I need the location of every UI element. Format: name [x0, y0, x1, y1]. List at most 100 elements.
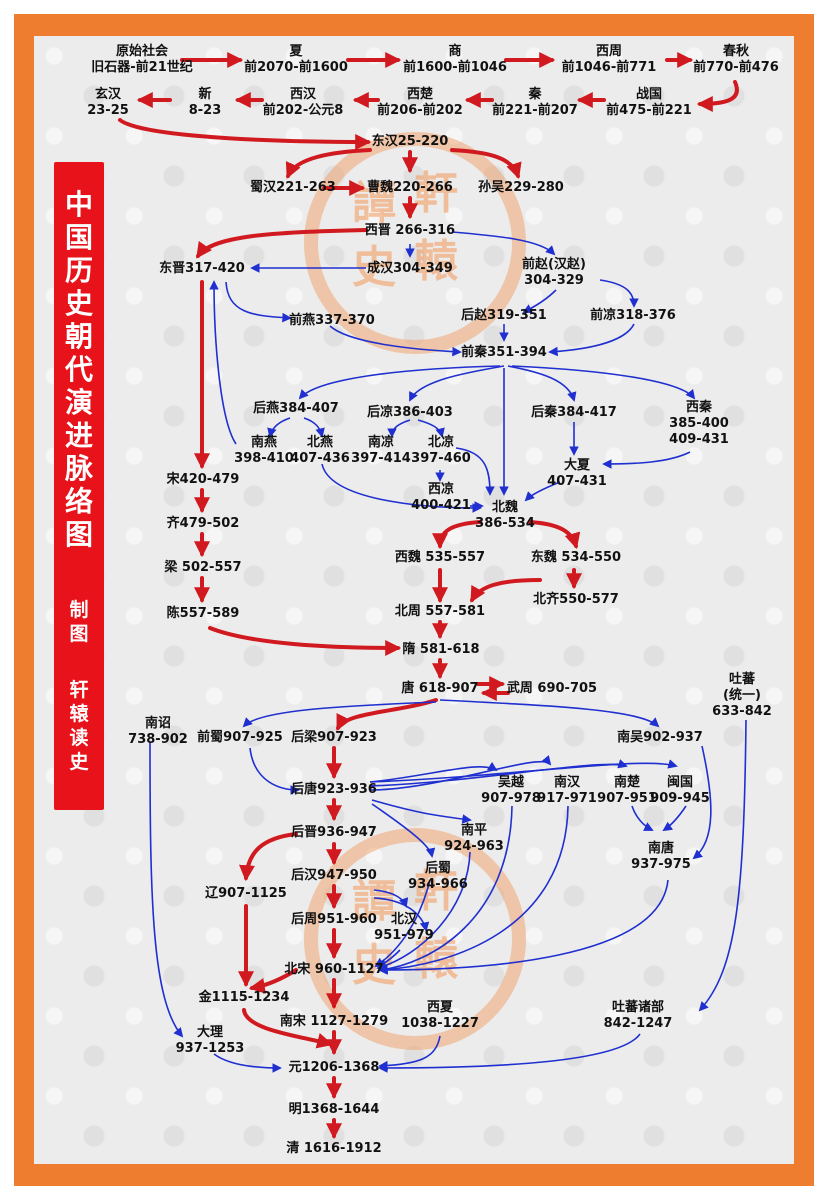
vertical-char: 辕 — [69, 703, 89, 725]
link-blue — [369, 755, 552, 791]
link-blue — [409, 365, 505, 402]
node-qianqin: 前秦351-394 — [461, 345, 547, 360]
link-blue — [149, 741, 184, 1038]
node-qi: 齐479-502 — [166, 516, 240, 531]
node-houjin: 后晋936-947 — [291, 825, 377, 840]
node-zhanguo: 战国前475-前221 — [606, 87, 692, 118]
node-nansong: 南宋 1127-1279 — [279, 1014, 389, 1029]
link-blue — [378, 805, 569, 975]
vertical-char: 图 — [64, 518, 93, 551]
link-blue — [369, 759, 678, 783]
node-houqin: 后秦384-417 — [531, 405, 617, 420]
node-houhan: 后汉947-950 — [291, 868, 377, 883]
link-blue — [373, 889, 409, 908]
link-blue — [507, 365, 577, 402]
link-blue — [548, 323, 635, 357]
node-qing: 清 1616-1912 — [286, 1141, 382, 1156]
node-nanwu: 南吴902-937 — [617, 730, 703, 745]
node-shuhan: 蜀汉221-263 — [250, 180, 336, 195]
node-donghan: 东汉25-220 — [371, 134, 449, 149]
link-blue — [329, 325, 462, 357]
node-xiwei: 西魏 535-557 — [394, 550, 486, 565]
link-blue — [662, 805, 687, 832]
node-chen: 陈557-589 — [166, 606, 240, 621]
link-blue — [298, 365, 501, 400]
link-blue — [378, 805, 513, 974]
vertical-char: 朝 — [64, 320, 93, 353]
link-red — [696, 80, 739, 112]
node-houliang2: 后梁907-923 — [291, 730, 377, 745]
link-blue — [373, 897, 430, 932]
node-tang: 唐 618-907 — [401, 681, 479, 696]
vertical-char: 中 — [64, 188, 93, 221]
link-red — [528, 520, 581, 550]
link-blue — [369, 761, 498, 783]
link-red — [285, 148, 372, 179]
link-red — [118, 118, 372, 150]
link-blue — [249, 747, 300, 795]
link-blue — [387, 419, 411, 438]
vertical-char: 演 — [64, 386, 93, 419]
node-beizhou: 北周 557-581 — [394, 604, 486, 619]
link-blue — [417, 419, 445, 438]
link-red — [432, 520, 482, 550]
vertical-char: 代 — [64, 353, 93, 386]
vertical-char: 进 — [64, 419, 93, 452]
vertical-char: 史 — [64, 287, 93, 320]
node-chunqiu: 春秋前770-前476 — [693, 44, 779, 75]
node-xia: 夏前2070-前1600 — [244, 44, 348, 75]
link-blue — [209, 280, 237, 445]
link-red — [208, 626, 402, 656]
node-qianshu: 前蜀907-925 — [197, 730, 283, 745]
node-qianyan: 前燕337-370 — [289, 313, 375, 328]
credit-label: 制图 — [54, 598, 104, 646]
node-song: 宋420-479 — [166, 472, 240, 487]
node-beiqi: 北齐550-577 — [533, 592, 619, 607]
node-qianliang: 前凉318-376 — [590, 308, 676, 323]
link-red — [242, 1008, 334, 1049]
link-blue — [524, 481, 561, 502]
watermark-char: 史 — [352, 940, 396, 991]
watermark-char: 軒 — [414, 168, 458, 219]
node-xichu: 西楚前206-前202 — [377, 87, 463, 118]
node-beisong: 北宋 960-1127 — [284, 962, 384, 977]
link-blue — [378, 1035, 441, 1071]
link-red — [196, 228, 368, 259]
vertical-char: 史 — [69, 751, 89, 773]
link-blue — [378, 1033, 641, 1073]
link-blue — [267, 417, 291, 438]
link-red — [336, 698, 438, 731]
title-panel: 中国历史朝代演进脉络图 制图 轩辕读史 — [54, 162, 104, 810]
link-blue — [522, 289, 557, 313]
node-yuan: 元1206-1368 — [288, 1060, 380, 1075]
vertical-char: 脉 — [64, 452, 93, 485]
node-wuzhou: 武周 690-705 — [506, 681, 598, 696]
link-red — [450, 148, 522, 180]
link-blue — [371, 799, 472, 824]
credit-author: 轩辕读史 — [54, 678, 104, 774]
link-blue — [371, 803, 436, 858]
link-blue — [599, 279, 639, 308]
node-yuanshi: 原始社会旧石器-前21世纪 — [91, 44, 193, 75]
vertical-char: 读 — [69, 727, 89, 749]
link-blue — [378, 879, 669, 975]
link-blue — [303, 417, 325, 438]
node-xijin: 西晋 266-316 — [364, 223, 456, 238]
node-shang: 商前1600-前1046 — [403, 44, 507, 75]
node-houzhou: 后周951-960 — [291, 912, 377, 927]
node-qianzhao: 前赵(汉赵)304-329 — [522, 257, 586, 288]
